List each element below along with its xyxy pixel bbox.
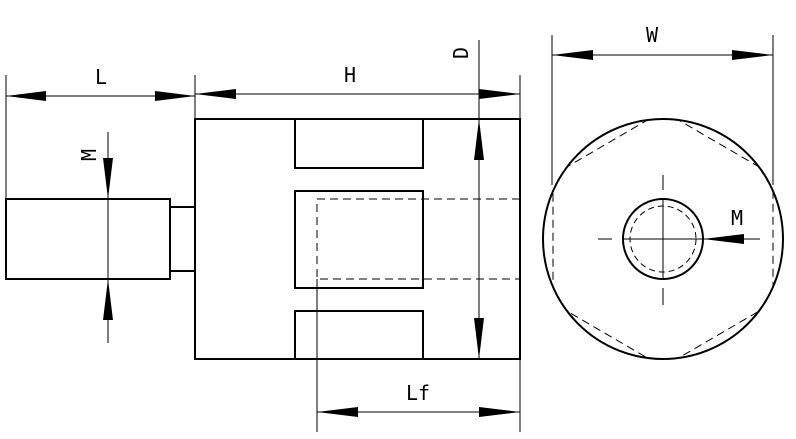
M-end-label: M — [731, 206, 743, 230]
cylinder-neck — [169, 206, 196, 272]
arrow-icon — [479, 407, 520, 417]
bottom-slot — [294, 310, 424, 360]
Lf-label: Lf — [406, 381, 430, 405]
top-slot — [294, 118, 424, 169]
M-side-label: M — [77, 149, 101, 161]
W-label: W — [646, 23, 659, 47]
arrow-icon — [317, 407, 358, 417]
D-label: D — [449, 47, 473, 59]
end-view: W M — [542, 23, 784, 360]
arrow-icon — [552, 50, 593, 60]
arrow-icon — [6, 91, 46, 101]
outer-circle — [542, 118, 784, 360]
arrow-icon — [732, 50, 773, 60]
H-label: H — [344, 63, 356, 87]
L-label: L — [95, 65, 107, 89]
hidden-thread-bore — [316, 198, 520, 280]
arrow-icon — [479, 89, 520, 99]
arrow-icon — [474, 318, 484, 359]
arrow-icon — [155, 91, 195, 101]
arrow-icon — [474, 119, 484, 160]
side-view: L M H D Lf — [5, 40, 521, 432]
main-body — [194, 118, 521, 360]
cable-cylinder — [5, 198, 171, 280]
arrow-icon — [103, 158, 113, 199]
arrow-icon — [103, 279, 113, 320]
middle-window — [294, 190, 424, 289]
arrow-icon — [703, 234, 744, 244]
arrow-icon — [195, 89, 236, 99]
